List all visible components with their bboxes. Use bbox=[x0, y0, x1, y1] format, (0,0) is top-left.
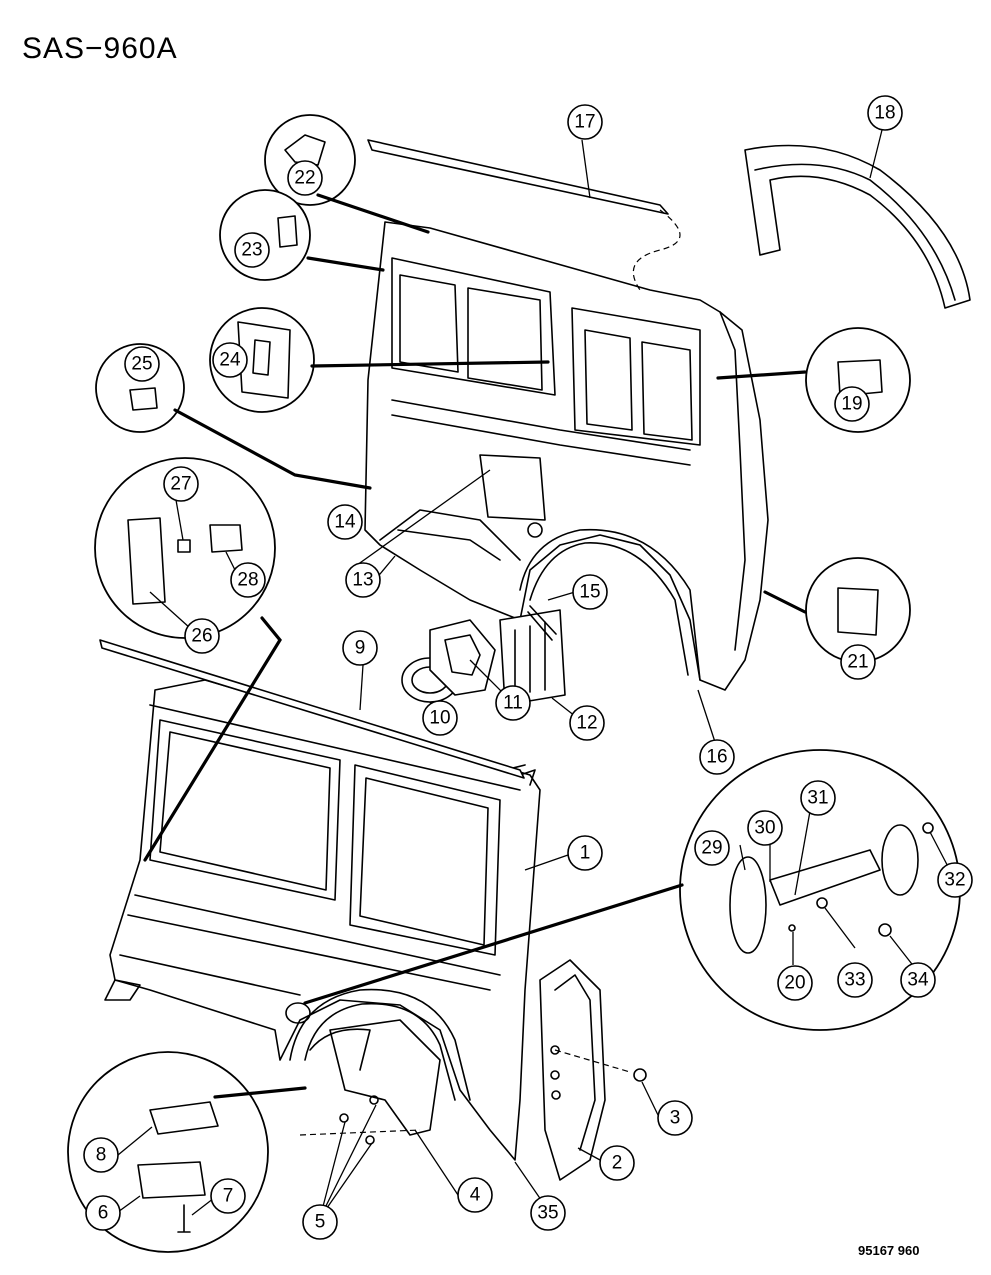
svg-text:1: 1 bbox=[580, 843, 591, 864]
detail-bubble-23 bbox=[219, 189, 311, 281]
svg-text:32: 32 bbox=[944, 870, 965, 891]
svg-text:25: 25 bbox=[131, 354, 152, 375]
svg-text:9: 9 bbox=[355, 638, 366, 659]
callout-31: 31 bbox=[800, 780, 836, 816]
svg-text:22: 22 bbox=[294, 168, 315, 189]
svg-text:26: 26 bbox=[191, 626, 212, 647]
detail-bubble-22 bbox=[264, 114, 356, 206]
callout-22: 22 bbox=[287, 160, 323, 196]
callout-33: 33 bbox=[837, 962, 873, 998]
callout-5: 5 bbox=[302, 1204, 338, 1240]
connector-lines bbox=[143, 193, 807, 1099]
callout-23: 23 bbox=[234, 232, 270, 268]
callout-16: 16 bbox=[699, 739, 735, 775]
callout-12: 12 bbox=[569, 705, 605, 741]
splash-shield bbox=[299, 1019, 441, 1145]
filler-housing-gasket bbox=[429, 619, 496, 696]
svg-text:33: 33 bbox=[844, 970, 865, 991]
callout-8: 8 bbox=[83, 1137, 119, 1173]
svg-text:20: 20 bbox=[784, 973, 805, 994]
callout-18: 18 bbox=[867, 95, 903, 131]
svg-text:10: 10 bbox=[429, 708, 450, 729]
callout-32: 32 bbox=[937, 862, 973, 898]
callout-29: 29 bbox=[694, 830, 730, 866]
svg-text:4: 4 bbox=[470, 1185, 481, 1206]
callout-11: 11 bbox=[495, 685, 531, 721]
callout-1: 1 bbox=[567, 835, 603, 871]
callout-20: 20 bbox=[777, 965, 813, 1001]
svg-text:35: 35 bbox=[537, 1203, 558, 1224]
callout-15: 15 bbox=[572, 574, 608, 610]
callout-35: 35 bbox=[530, 1195, 566, 1231]
roof-rail bbox=[367, 139, 681, 291]
svg-text:8: 8 bbox=[96, 1145, 107, 1166]
callout-2: 2 bbox=[599, 1145, 635, 1181]
svg-text:19: 19 bbox=[841, 394, 862, 415]
svg-text:31: 31 bbox=[807, 788, 828, 809]
callout-24: 24 bbox=[212, 342, 248, 378]
reinforcement-bracket bbox=[499, 609, 566, 706]
callout-34: 34 bbox=[900, 962, 936, 998]
svg-text:21: 21 bbox=[847, 652, 868, 673]
svg-text:17: 17 bbox=[574, 112, 595, 133]
callout-3: 3 bbox=[657, 1100, 693, 1136]
detail-bubble-25 bbox=[95, 343, 185, 433]
callout-21: 21 bbox=[840, 644, 876, 680]
callout-14: 14 bbox=[327, 504, 363, 540]
callout-26: 26 bbox=[184, 618, 220, 654]
svg-text:12: 12 bbox=[576, 713, 597, 734]
svg-text:3: 3 bbox=[670, 1108, 681, 1129]
svg-text:6: 6 bbox=[98, 1203, 109, 1224]
svg-text:34: 34 bbox=[907, 970, 929, 991]
screw bbox=[554, 1049, 647, 1082]
wheelhouse-seal bbox=[527, 605, 557, 641]
svg-text:13: 13 bbox=[352, 570, 373, 591]
svg-text:7: 7 bbox=[223, 1186, 234, 1207]
svg-text:27: 27 bbox=[170, 474, 191, 495]
callout-27: 27 bbox=[163, 466, 199, 502]
callout-10: 10 bbox=[422, 700, 458, 736]
svg-text:29: 29 bbox=[701, 838, 722, 859]
belt-moulding bbox=[99, 639, 525, 779]
svg-text:23: 23 bbox=[241, 240, 262, 261]
svg-text:15: 15 bbox=[579, 582, 600, 603]
svg-text:5: 5 bbox=[315, 1212, 326, 1233]
callout-9: 9 bbox=[342, 630, 378, 666]
callout-19: 19 bbox=[834, 386, 870, 422]
callout-6: 6 bbox=[85, 1195, 121, 1231]
callout-13: 13 bbox=[345, 562, 381, 598]
callout-7: 7 bbox=[210, 1178, 246, 1214]
svg-text:24: 24 bbox=[219, 350, 241, 371]
rear-pillar bbox=[539, 959, 606, 1181]
detail-bubble-19 bbox=[805, 327, 911, 433]
wheel-opening-trim bbox=[744, 144, 971, 309]
callout-25: 25 bbox=[124, 346, 160, 382]
svg-text:14: 14 bbox=[334, 512, 356, 533]
callout-28: 28 bbox=[230, 562, 266, 598]
detail-bubble-24 bbox=[209, 307, 315, 413]
svg-text:2: 2 bbox=[612, 1153, 623, 1174]
svg-text:28: 28 bbox=[237, 570, 258, 591]
callout-4: 4 bbox=[457, 1177, 493, 1213]
svg-text:16: 16 bbox=[706, 747, 727, 768]
diagram-code: SAS−960A bbox=[22, 32, 178, 65]
callout-30: 30 bbox=[747, 810, 783, 846]
inner-quarter-panel bbox=[364, 221, 769, 691]
svg-text:11: 11 bbox=[503, 693, 523, 714]
callout-17: 17 bbox=[567, 104, 603, 140]
figure-number: 95167 960 bbox=[858, 1243, 919, 1258]
svg-text:18: 18 bbox=[874, 103, 895, 124]
svg-text:30: 30 bbox=[754, 818, 775, 839]
outer-quarter-panel bbox=[104, 679, 541, 1161]
